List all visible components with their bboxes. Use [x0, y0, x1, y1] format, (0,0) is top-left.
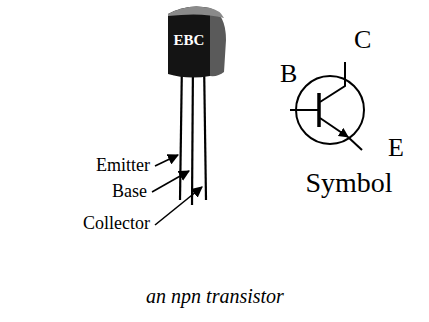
collector-wire [320, 62, 345, 102]
emitter-wire [348, 137, 362, 150]
transistor-leads [180, 60, 206, 205]
pin-label: Emitter [96, 155, 150, 177]
emitter-lead [180, 60, 182, 200]
base-lead [192, 60, 193, 205]
leader-arrow [155, 187, 202, 225]
pin-label: Collector [83, 213, 150, 235]
transistor-symbol [290, 62, 364, 150]
leader-arrows [152, 155, 202, 225]
package-marking: EBC [168, 32, 210, 49]
collector-lead [204, 60, 206, 200]
leader-arrow [152, 171, 189, 192]
package-top [168, 6, 224, 18]
emitter-wire [320, 118, 348, 137]
package-side [210, 8, 226, 76]
terminal-letter: C [354, 24, 371, 55]
base-bar [317, 93, 321, 127]
symbol-label: Symbol [305, 166, 392, 200]
terminal-letter: B [280, 58, 297, 89]
transistor-body: EBC [166, 2, 228, 78]
leader-arrow [155, 155, 178, 166]
base-wire [290, 109, 319, 111]
package-face [168, 6, 210, 77]
terminal-letter: E [388, 132, 404, 163]
caption: an npn transistor [146, 284, 284, 308]
pin-label: Base [112, 181, 147, 203]
